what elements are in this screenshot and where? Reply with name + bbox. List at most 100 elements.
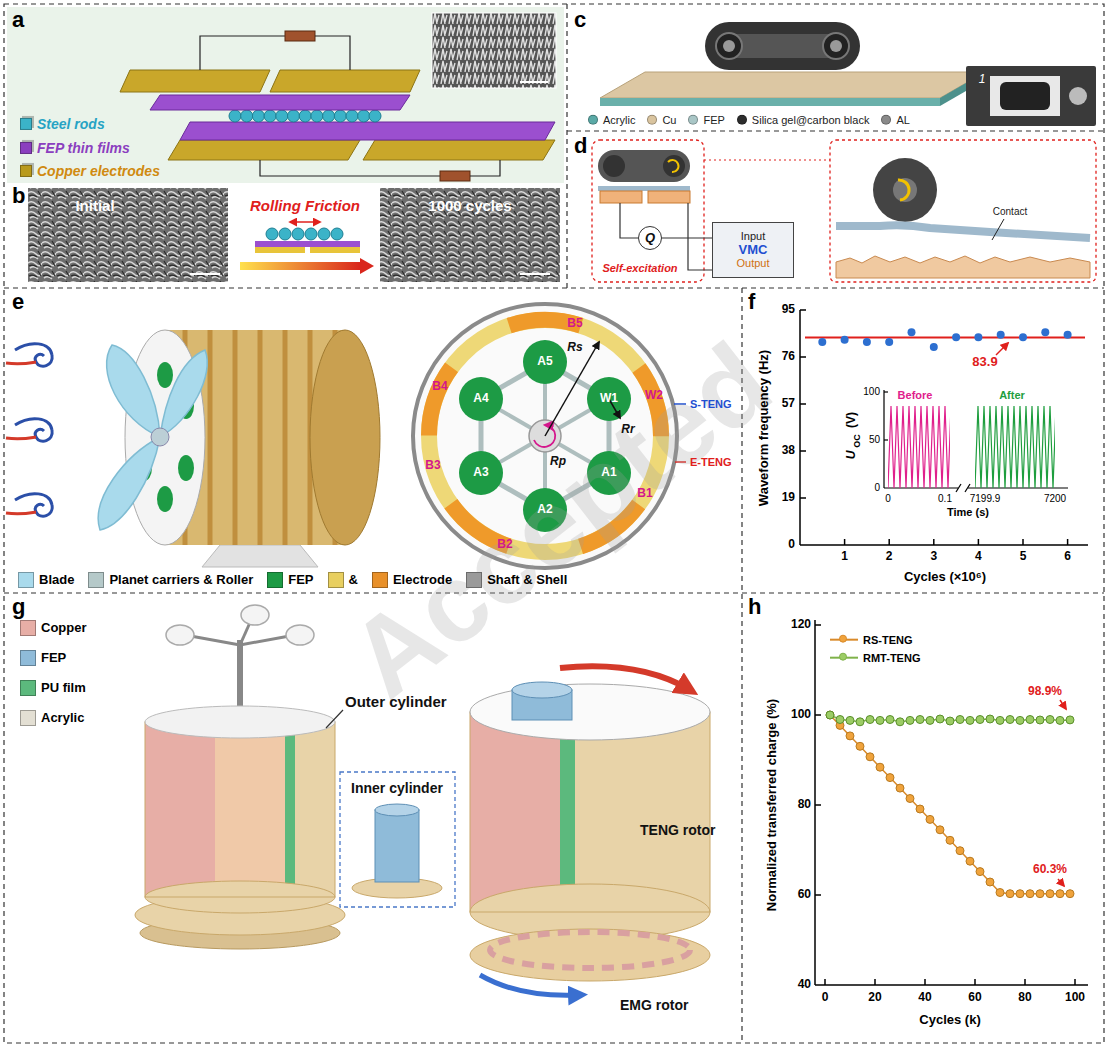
legend-item: FEP <box>267 572 313 588</box>
legend-item: RMT-TENG <box>830 652 920 665</box>
legend-text: Blade <box>39 573 74 588</box>
image-caption: Initial <box>75 197 114 214</box>
axis-title: Waveform frequency (Hz) <box>757 350 772 506</box>
legend-item: & <box>328 572 358 588</box>
legend-item: FEP <box>20 650 66 666</box>
legend-swatch <box>18 572 34 588</box>
panel-letter: g <box>12 594 25 619</box>
legend-swatch <box>737 115 747 125</box>
legend-swatch <box>647 115 657 125</box>
legend-item: Steel rods <box>20 116 105 132</box>
legend-line-sample <box>830 657 858 659</box>
legend-swatch <box>20 680 36 696</box>
legend-text: FEP thin films <box>37 140 130 156</box>
value-label: 83.9 <box>972 355 997 370</box>
segment-label: B5 <box>567 317 582 331</box>
legend-item: Acrylic <box>588 114 635 127</box>
legend-swatch <box>466 572 482 588</box>
radius-label: Rs <box>567 341 582 355</box>
controller-box: InputVMCOutput <box>712 222 794 278</box>
roller-label: A4 <box>473 392 488 406</box>
legend-swatch <box>20 620 36 636</box>
axis-title: Time (s) <box>947 506 989 519</box>
segment-label: B1 <box>637 487 652 501</box>
axis-tick: 0.1 <box>938 493 952 505</box>
legend-text: Copper <box>41 621 87 636</box>
axis-tick: 7199.9 <box>970 493 1001 505</box>
legend-swatch <box>20 710 36 726</box>
legend-text: RMT-TENG <box>863 652 920 665</box>
axis-tick: 57 <box>782 397 795 411</box>
value-label: 60.3% <box>1033 863 1067 877</box>
legend-text: Acrylic <box>41 711 84 726</box>
axis-unit: (V) <box>845 412 859 428</box>
part-label: Outer cylinder <box>345 693 447 710</box>
axis-tick: 120 <box>791 618 811 632</box>
axis-tick: 4 <box>975 550 982 564</box>
roller-label: A5 <box>537 355 552 369</box>
panel-letter: f <box>748 289 755 314</box>
legend-item: Copper <box>20 620 87 636</box>
legend-text: Cu <box>662 114 676 127</box>
axis-tick: 40 <box>798 978 811 992</box>
axis-tick: 19 <box>782 491 795 505</box>
axis-title: Cycles (k) <box>919 1013 980 1028</box>
axis-subscript: OC <box>852 434 862 448</box>
legend-text: FEP <box>41 651 66 666</box>
legend-swatch <box>588 115 598 125</box>
legend-text: Silica gel@carbon black <box>752 114 870 127</box>
legend-swatch <box>20 118 32 130</box>
legend-item: Cu <box>647 114 676 127</box>
legend-symbol: & <box>349 573 358 588</box>
node-text: Output <box>736 257 769 270</box>
segment-label: B3 <box>425 459 440 473</box>
axis-title: Normalized transferred charge (%) <box>765 699 780 911</box>
axis-tick: 76 <box>782 350 795 364</box>
callout-label: Contact <box>993 206 1027 218</box>
legend-item: Copper electrodes <box>20 163 160 179</box>
legend-item: Planet carriers & Roller <box>88 572 253 588</box>
legend-text: Copper electrodes <box>37 163 160 179</box>
roller-label: W1 <box>600 392 618 406</box>
axis-tick: 60 <box>798 888 811 902</box>
legend-text: Acrylic <box>603 114 635 127</box>
axis-tick: 2 <box>886 550 893 564</box>
node-text: VMC <box>739 243 768 258</box>
panel-letter: a <box>12 7 24 32</box>
value-label: 98.9% <box>1028 685 1062 699</box>
series-label: After <box>999 389 1025 402</box>
charge-meter: Q <box>638 226 662 250</box>
part-label: TENG rotor <box>640 822 715 838</box>
annotation-label: Self-excitation <box>602 262 677 275</box>
legend-text: RS-TENG <box>863 634 913 647</box>
legend-text: Planet carriers & Roller <box>109 573 253 588</box>
panel-letter: h <box>748 594 761 619</box>
roller-label: A2 <box>537 503 552 517</box>
legend-line-sample <box>830 639 858 641</box>
segment-label: B2 <box>497 538 512 552</box>
legend-swatch <box>688 115 698 125</box>
axis-title: Cycles (×10⁶) <box>904 570 986 585</box>
axis-title: U <box>845 451 859 460</box>
legend-swatch <box>372 572 388 588</box>
segment-label: W2 <box>645 389 663 403</box>
legend-swatch <box>881 115 891 125</box>
axis-tick: 20 <box>868 991 881 1005</box>
axis-tick: 40 <box>918 991 931 1005</box>
axis-tick: 50 <box>869 434 880 446</box>
legend-text: FEP <box>703 114 724 127</box>
legend-item: Electrode <box>372 572 452 588</box>
segment-label: B4 <box>432 380 447 394</box>
legend-item: FEP thin films <box>20 140 130 156</box>
legend-item: AL <box>881 114 909 127</box>
axis-tick: 6 <box>1064 550 1071 564</box>
node-text: Q <box>645 231 655 246</box>
panel-letter: d <box>574 133 587 158</box>
axis-tick: 0 <box>885 493 891 505</box>
axis-tick: 100 <box>1065 991 1085 1005</box>
legend-swatch <box>88 572 104 588</box>
node-text: Input <box>741 230 765 243</box>
legend-swatch <box>20 165 32 177</box>
legend-item: FEP <box>688 114 724 127</box>
panel-letter: c <box>574 7 586 32</box>
